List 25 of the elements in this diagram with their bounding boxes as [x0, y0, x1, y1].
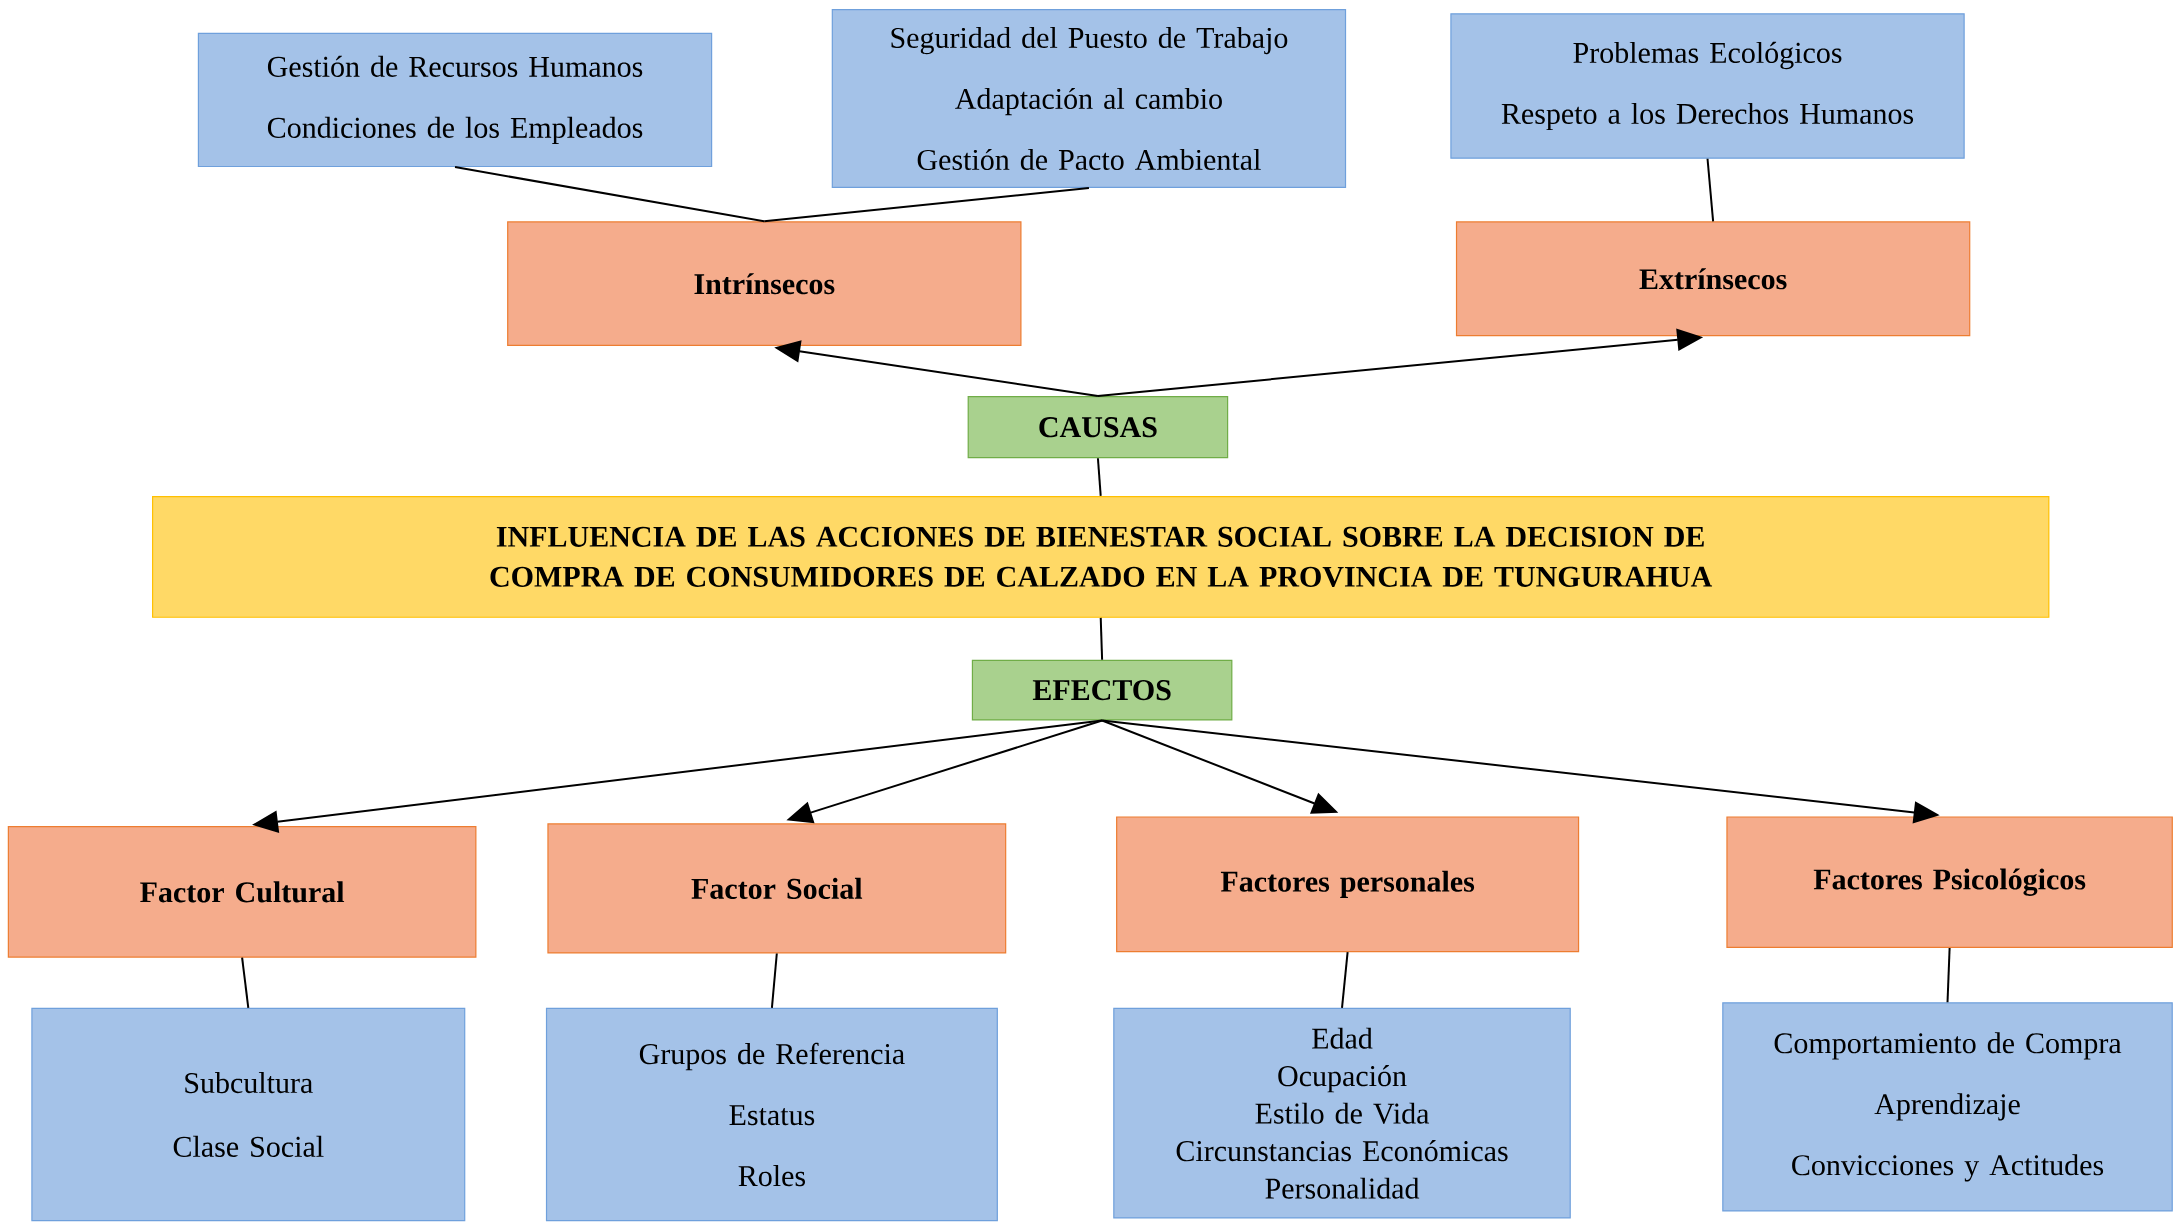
factor-box: Factor Social	[547, 823, 1007, 954]
list-box: Subcultura Clase Social	[31, 1007, 466, 1222]
connector	[1706, 157, 1715, 223]
connector	[770, 952, 778, 1009]
factor-box: Intrínsecos	[507, 221, 1022, 347]
list-box: Comportamiento de Compra Aprendizaje Convicciones y Actitudes	[1722, 1002, 2173, 1212]
connector	[1341, 951, 1349, 1009]
list-box: Problemas Ecológicos Respeto a los Derechos Humanos	[1450, 13, 1965, 159]
connector	[1946, 947, 1951, 1004]
factor-box: Factores personales	[1116, 816, 1580, 953]
connector	[241, 956, 250, 1009]
connector	[1099, 616, 1104, 661]
list-box: Edad Ocupación Estilo de Vida Circunstancias Económicas Personalidad	[1113, 1007, 1571, 1219]
connector	[454, 166, 766, 223]
label-box: CAUSAS	[967, 396, 1229, 459]
list-box: Seguridad del Puesto de Trabajo Adaptación al cambio Gestión de Pacto Ambiental	[831, 9, 1347, 188]
label-box: EFECTOS	[971, 659, 1233, 721]
factor-box: Extrínsecos	[1455, 221, 1971, 337]
factor-box: Factores Psicológicos	[1726, 816, 2173, 948]
connector	[1096, 457, 1102, 497]
list-box: Grupos de Referencia Estatus Roles	[545, 1007, 998, 1222]
list-box: Gestión de Recursos Humanos Condiciones de los Empleados	[197, 32, 713, 168]
title-box: INFLUENCIA DE LAS ACCIONES DE BIENESTAR SOCIAL SOBRE LA DECISION DE COMPRA DE CONSUMIDORES DE CALZADO EN LA PROVINCIA DE TUNGURAHUA	[152, 495, 2050, 618]
factor-box: Factor Cultural	[7, 826, 477, 958]
connector	[763, 186, 1090, 223]
